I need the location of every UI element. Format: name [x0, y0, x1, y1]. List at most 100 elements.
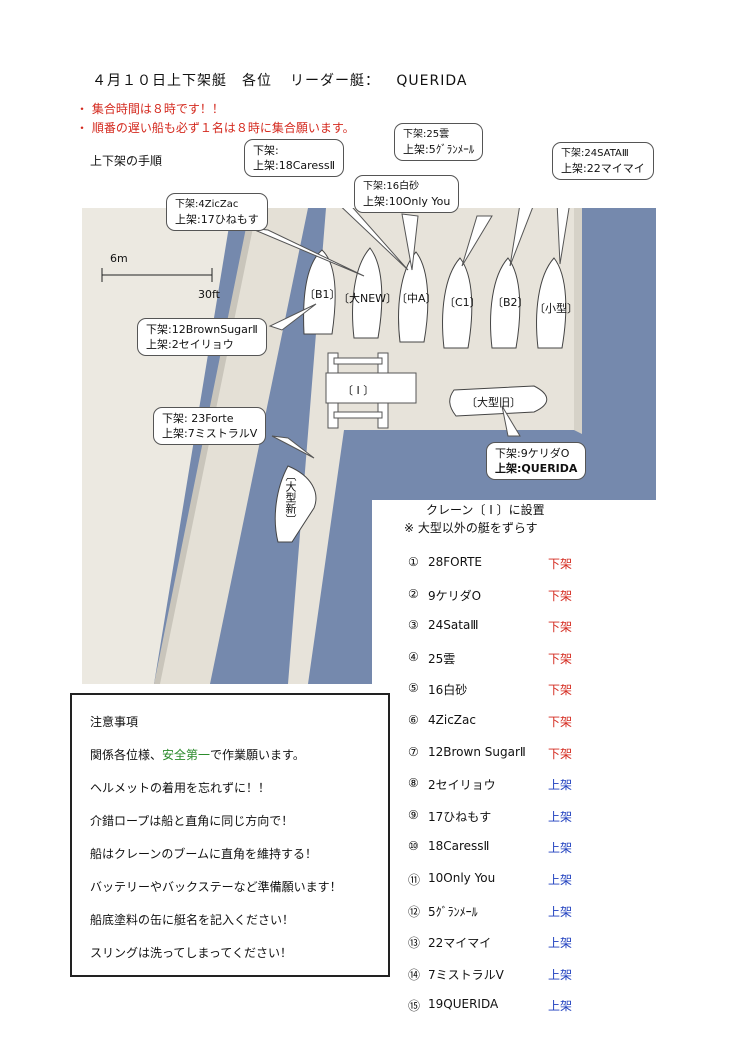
- boat-ogata-kyu: [449, 385, 548, 417]
- sequence-boat-name: 28FORTE: [428, 555, 482, 569]
- sequence-row: ⑭ 7ミストラルV 上架: [408, 966, 608, 982]
- sequence-number: ⑦: [408, 744, 419, 759]
- boat-label-ogata-kyu: 〔大型旧〕: [466, 396, 521, 409]
- sequence-status: 下架: [548, 746, 573, 761]
- sequence-status: 上架: [548, 778, 573, 793]
- sequence-boat-name: 4ZicZac: [428, 713, 476, 727]
- notes-line-3: 介錯ロープは船と直角に同じ方向で！: [90, 814, 294, 828]
- notes-line-2: ヘルメットの着用を忘れずに！！: [90, 781, 271, 795]
- sequence-number: ②: [408, 586, 419, 601]
- boat-label-kogata: 〔小型〕: [534, 302, 578, 315]
- sequence-status: 下架: [548, 620, 573, 635]
- sequence-number: ⑥: [408, 713, 419, 727]
- sequence-number: ③: [408, 618, 419, 633]
- crane-note-2: ※ 大型以外の艇をずらす: [404, 521, 538, 535]
- boat-dai-new: [352, 247, 383, 339]
- sequence-boat-name: 17ひねもす: [428, 809, 492, 824]
- sequence-row: ⑧ 2セイリョウ 上架: [408, 776, 608, 792]
- crane-label: 〔 I 〕: [342, 384, 375, 397]
- boat-label-chu-a: 〔中A〕: [396, 292, 437, 305]
- callout-9kerida: 下架:9ケリダO 上架:QUERIDA: [486, 442, 587, 480]
- sequence-row: ⑬ 22マイマイ 上架: [408, 934, 608, 950]
- sequence-number: ④: [408, 649, 419, 664]
- sequence-status: 上架: [548, 999, 573, 1014]
- list-background: [372, 500, 662, 690]
- page-title: ４月１０日上下架艇 各位リーダー艇： QUERIDA: [92, 70, 467, 90]
- sequence-row: ⑩ 18CaressⅡ 上架: [408, 839, 608, 855]
- sequence-row: ② 9ケリダO 下架: [408, 587, 608, 603]
- leader-name: QUERIDA: [396, 73, 468, 89]
- sequence-status: 下架: [548, 683, 573, 698]
- long-pier: [158, 208, 308, 684]
- safety-first-highlight: 安全第一: [162, 748, 211, 762]
- boat-kogata: [536, 257, 567, 349]
- notes-line-5: バッテリーやバックステーなど準備願います！: [90, 880, 342, 894]
- notes-title: 注意事項: [90, 715, 139, 729]
- sequence-number: ⑭: [408, 967, 421, 982]
- procedure-title: 上下架の手順: [90, 154, 163, 168]
- sequence-status: 下架: [548, 651, 573, 666]
- sequence-status: 上架: [548, 967, 573, 982]
- notes-line-7: スリングは洗ってしまってください！: [90, 946, 292, 960]
- sequence-row: ① 28FORTE 下架: [408, 555, 608, 571]
- title-text: ４月１０日上下架艇 各位: [92, 73, 272, 89]
- callout-4ziczac: 下架:4ZicZac 上架:17ひねもす: [166, 193, 268, 231]
- boat-label-ogata-shin: 〔大型新〕: [284, 470, 297, 525]
- boat-label-b1: 〔B1〕: [304, 288, 341, 301]
- callout-25kumo: 下架:25雲 上架:5ｸﾞﾗﾝﾒｰﾙ: [394, 123, 484, 161]
- sequence-number: ⑫: [408, 904, 421, 919]
- sequence-boat-name: 2セイリョウ: [428, 778, 496, 793]
- sequence-number: ⑬: [408, 936, 421, 951]
- callout-caress: 下架: 上架:18CaressⅡ: [244, 139, 345, 177]
- boat-chu-a: [398, 251, 429, 343]
- sequence-status: 上架: [548, 936, 573, 951]
- sequence-status: 上架: [548, 841, 573, 856]
- sequence-number: ⑨: [408, 807, 419, 822]
- sequence-row: ④ 25雲 下架: [408, 650, 608, 666]
- sequence-number: ①: [408, 555, 419, 569]
- sequence-number: ⑧: [408, 776, 419, 791]
- harbor-map-graphics: [82, 208, 582, 684]
- sequence-number: ⑤: [408, 681, 419, 696]
- sequence-status: 上架: [548, 873, 573, 887]
- sequence-boat-name: 25雲: [428, 651, 456, 666]
- callout-16shirasuna: 下架:16白砂 上架:10Only You: [354, 175, 460, 213]
- sequence-boat-name: 24SataⅢ: [428, 618, 479, 633]
- crane-structure: [325, 352, 417, 429]
- sequence-boat-name: 22マイマイ: [428, 936, 492, 951]
- boat-ogata-shin: [274, 465, 317, 543]
- sequence-row: ⑨ 17ひねもす 上架: [408, 808, 608, 824]
- sequence-number: ⑩: [408, 839, 419, 854]
- sequence-status: 上架: [548, 904, 573, 919]
- sequence-status: 下架: [548, 557, 573, 571]
- boat-c1: [442, 257, 473, 349]
- scale-meters-label: 6m: [110, 252, 128, 265]
- sequence-boat-name: 19QUERIDA: [428, 997, 499, 1012]
- boat-label-c1: 〔C1〕: [444, 296, 481, 309]
- sequence-boat-name: 7ミストラルV: [428, 967, 504, 982]
- sequence-boat-name: 10Only You: [428, 871, 496, 885]
- sequence-status: 上架: [548, 809, 573, 824]
- crane-note: クレーン〔 I 〕に設置: [426, 503, 545, 517]
- notice-gather-time: ・ 集合時間は８時です！！: [76, 102, 224, 116]
- callout-forte: 下架: 23Forte 上架:7ミストラルV: [153, 407, 267, 445]
- scale-bar: [101, 268, 213, 282]
- notice-late-boats: ・ 順番の遅い船も必ず１名は８時に集合願います。: [76, 121, 355, 135]
- boat-label-dai-new: 〔大NEW〕: [338, 292, 398, 305]
- notes-box: 注意事項 関係各位様、安全第一で作業願います。 ヘルメットの着用を忘れずに！！ …: [70, 693, 390, 977]
- sequence-status: 下架: [548, 588, 573, 603]
- sequence-row: ③ 24SataⅢ 下架: [408, 618, 608, 634]
- sequence-boat-name: 12Brown SugarⅡ: [428, 744, 526, 759]
- sequence-boat-name: 9ケリダO: [428, 588, 482, 603]
- sequence-boat-name: 18CaressⅡ: [428, 839, 490, 854]
- boat-label-b2: 〔B2〕: [492, 296, 529, 309]
- notes-line-1: 関係各位様、安全第一で作業願います。: [90, 748, 305, 762]
- boat-b2: [490, 257, 521, 349]
- callout-24sata: 下架:24SATAⅢ 上架:22マイマイ: [552, 142, 654, 180]
- sequence-row: ⑦ 12Brown SugarⅡ 下架: [408, 745, 608, 761]
